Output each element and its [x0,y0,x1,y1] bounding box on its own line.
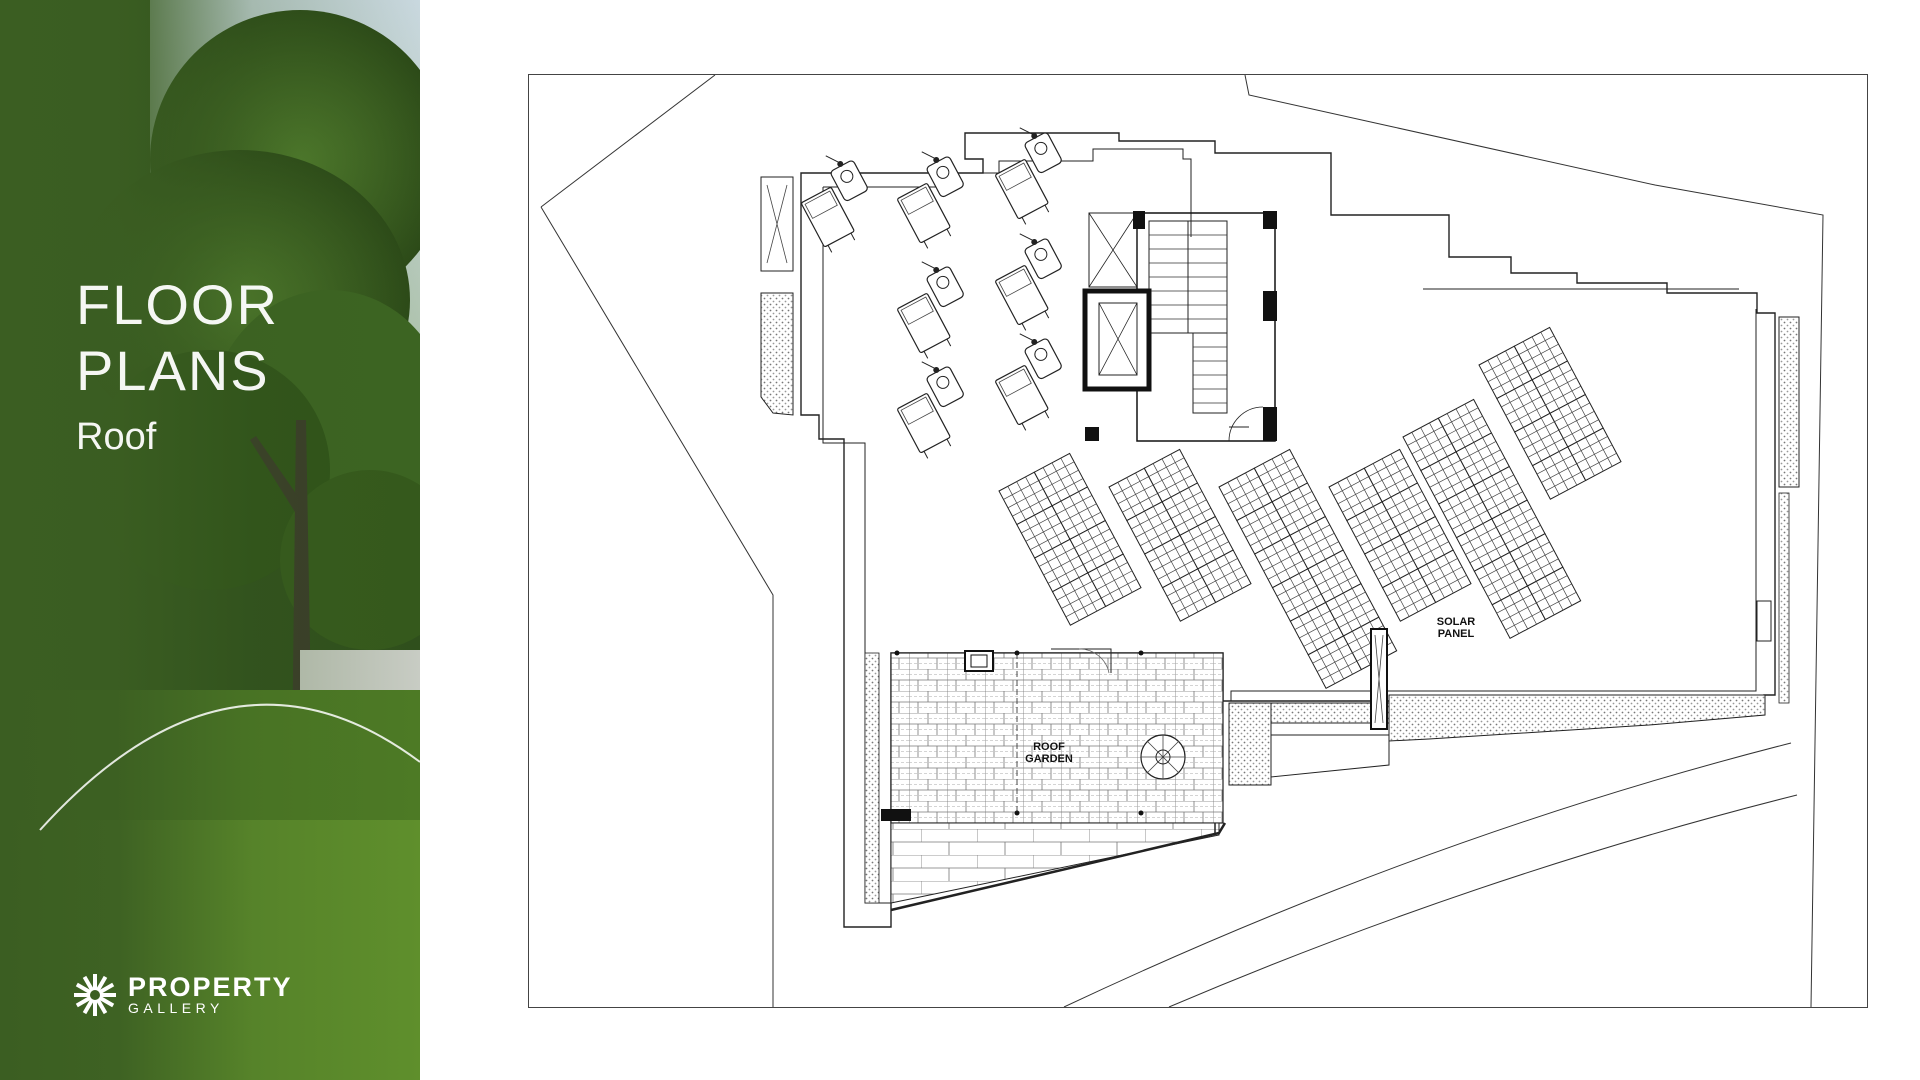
roof-floor-plan: SOLAR PANEL ROOF GARDEN [528,74,1868,1008]
slide-heading-block: FLOOR PLANS Roof [76,272,279,459]
tree-background-image [0,0,420,1080]
solar-panel-label: SOLAR PANEL [1436,616,1476,640]
side-panel: FLOOR PLANS Roof PROPERTY GALLERY [0,0,420,1080]
plan-drawing [540,75,1824,1007]
brand-logo: PROPERTY GALLERY [72,972,293,1018]
slide-subtitle: Roof [76,416,157,458]
starburst-icon [74,974,116,1016]
slide-title: FLOOR PLANS [76,273,279,402]
brand-tagline: GALLERY [128,1000,224,1016]
brand-name: PROPERTY [128,972,293,1002]
roof-garden-label: ROOF GARDEN [1025,741,1073,765]
